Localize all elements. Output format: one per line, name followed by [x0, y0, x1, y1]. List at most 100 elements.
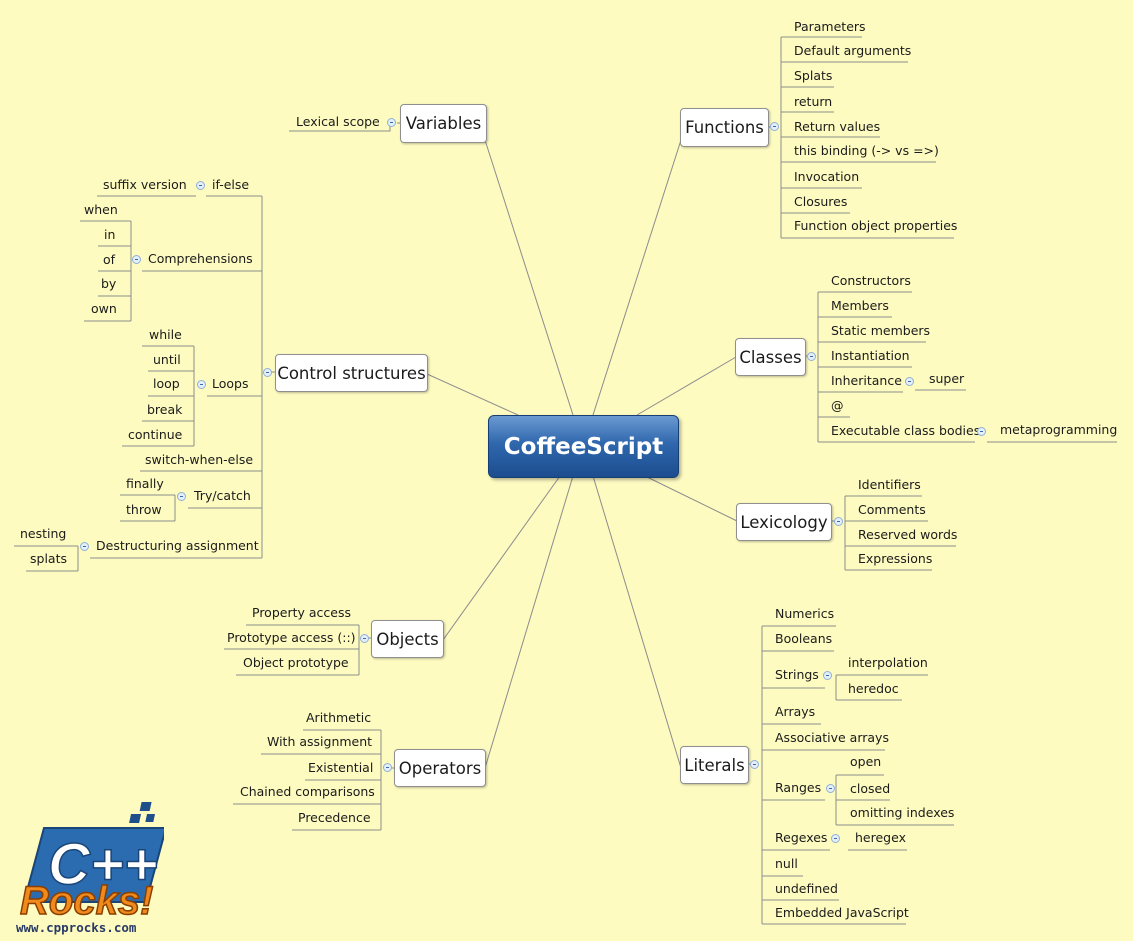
leaf-class[interactable]: Constructors — [831, 273, 911, 288]
node-literals[interactable]: Literals — [680, 746, 749, 784]
collapse-icon[interactable] — [750, 760, 759, 769]
leaf-literal[interactable]: Regexes — [775, 830, 828, 845]
leaf-comprehension[interactable]: by — [101, 276, 117, 291]
leaf-class[interactable]: Executable class bodies — [831, 423, 981, 438]
leaf-class[interactable]: @ — [831, 398, 844, 413]
leaf-literal[interactable]: undefined — [775, 881, 838, 896]
leaf-loop[interactable]: break — [147, 402, 183, 417]
leaf-suffix-version[interactable]: suffix version — [103, 177, 187, 192]
leaf-operator[interactable]: Existential — [308, 760, 374, 775]
leaf-class[interactable]: Inheritance — [831, 373, 902, 388]
collapse-icon[interactable] — [197, 380, 206, 389]
leaf-class[interactable]: Members — [831, 298, 889, 313]
leaf-loop[interactable]: continue — [128, 427, 183, 442]
leaf-literal[interactable]: Ranges — [775, 780, 822, 795]
leaf-function[interactable]: Function object properties — [794, 218, 958, 233]
leaf-literal[interactable]: Arrays — [775, 704, 816, 719]
collapse-icon[interactable] — [177, 492, 186, 501]
leaf-lexicology[interactable]: Identifiers — [858, 477, 921, 492]
leaf-literal[interactable]: Booleans — [775, 631, 833, 646]
node-try-catch[interactable]: Try/catch — [194, 488, 251, 503]
leaf-ranges[interactable]: omitting indexes — [850, 805, 955, 820]
collapse-icon[interactable] — [383, 763, 392, 772]
leaf-operator[interactable]: Chained comparisons — [240, 784, 375, 799]
collapse-icon[interactable] — [807, 352, 816, 361]
node-objects[interactable]: Objects — [371, 620, 444, 658]
leaf-literal[interactable]: Associative arrays — [775, 730, 889, 745]
leaf-lexicology[interactable]: Reserved words — [858, 527, 958, 542]
link-variables — [484, 139, 574, 416]
leaf-comprehension[interactable]: in — [104, 227, 116, 242]
leaf-literal[interactable]: Numerics — [775, 606, 835, 621]
collapse-icon[interactable] — [770, 122, 779, 131]
leaf-class[interactable]: Static members — [831, 323, 931, 338]
leaf-metaprogramming[interactable]: metaprogramming — [1000, 422, 1118, 437]
collapse-icon[interactable] — [132, 255, 141, 264]
leaf-function[interactable]: Default arguments — [794, 43, 912, 58]
leaf-destructuring[interactable]: splats — [30, 551, 67, 566]
collapse-icon[interactable] — [80, 542, 89, 551]
leaf-loop[interactable]: loop — [153, 376, 180, 391]
node-if-else[interactable]: if-else — [212, 177, 250, 192]
node-variables[interactable]: Variables — [400, 104, 487, 143]
node-comprehensions[interactable]: Comprehensions — [148, 251, 253, 266]
node-lexicology[interactable]: Lexicology — [736, 503, 832, 541]
leaf-ranges[interactable]: open — [850, 754, 882, 769]
leaf-literal[interactable]: Embedded JavaScript — [775, 905, 909, 920]
leaf-ranges[interactable]: closed — [850, 781, 891, 796]
leaf-lexicology[interactable]: Comments — [858, 502, 926, 517]
node-switch-when-else[interactable]: switch-when-else — [145, 452, 254, 467]
collapse-icon[interactable] — [826, 784, 835, 793]
leaf-object[interactable]: Object prototype — [243, 655, 349, 670]
leaf-try-catch[interactable]: throw — [126, 502, 162, 517]
leaf-lexical-scope[interactable]: Lexical scope — [296, 114, 380, 129]
root-node[interactable]: CoffeeScript — [488, 415, 679, 478]
leaf-function[interactable]: Splats — [794, 68, 833, 83]
collapse-icon[interactable] — [196, 181, 205, 190]
leaf-strings[interactable]: heredoc — [848, 681, 899, 696]
node-functions[interactable]: Functions — [680, 108, 769, 147]
leaf-comprehension[interactable]: own — [91, 301, 117, 316]
node-control-structures[interactable]: Control structures — [275, 354, 428, 392]
logo-url[interactable]: www.cpprocks.com — [16, 920, 137, 935]
leaf-super[interactable]: super — [929, 371, 965, 386]
leaf-operator[interactable]: Arithmetic — [306, 710, 372, 725]
leaf-function[interactable]: return — [794, 94, 833, 109]
leaf-function[interactable]: Return values — [794, 119, 881, 134]
leaf-function[interactable]: Closures — [794, 194, 848, 209]
leaf-lexicology[interactable]: Expressions — [858, 551, 933, 566]
node-loops[interactable]: Loops — [212, 376, 249, 391]
leaf-literal[interactable]: Strings — [775, 667, 819, 682]
leaf-destructuring[interactable]: nesting — [20, 526, 67, 541]
leaf-operator[interactable]: Precedence — [298, 810, 371, 825]
leaf-class[interactable]: Instantiation — [831, 348, 910, 363]
collapse-icon[interactable] — [360, 634, 369, 643]
collapse-icon[interactable] — [387, 118, 396, 127]
collapse-icon[interactable] — [834, 517, 843, 526]
collapse-icon[interactable] — [905, 377, 914, 386]
leaf-strings[interactable]: interpolation — [848, 655, 928, 670]
node-operators[interactable]: Operators — [394, 749, 486, 787]
leaf-object[interactable]: Prototype access (::) — [227, 630, 356, 645]
leaf-literal[interactable]: null — [775, 856, 798, 871]
collapse-icon[interactable] — [831, 834, 840, 843]
leaf-try-catch[interactable]: finally — [126, 476, 164, 491]
collapse-icon[interactable] — [823, 671, 832, 680]
collapse-icon[interactable] — [977, 427, 986, 436]
leaf-function[interactable]: Invocation — [794, 169, 860, 184]
leaf-loop[interactable]: until — [153, 352, 181, 367]
leaf-comprehension[interactable]: when — [84, 202, 118, 217]
link-objects — [442, 475, 561, 641]
node-classes[interactable]: Classes — [735, 338, 806, 376]
leaf-loop[interactable]: while — [149, 327, 182, 342]
leaf-object[interactable]: Property access — [252, 605, 351, 620]
collapse-icon[interactable] — [263, 368, 272, 377]
leaf-heregex[interactable]: heregex — [855, 830, 906, 845]
leaf-operator[interactable]: With assignment — [267, 734, 373, 749]
leaf-function[interactable]: this binding (-> vs =>) — [794, 143, 939, 158]
leaf-comprehension[interactable]: of — [103, 252, 116, 267]
node-destructuring[interactable]: Destructuring assignment — [96, 538, 259, 553]
svg-text:C++: C++ — [48, 832, 158, 897]
leaf-function[interactable]: Parameters — [794, 19, 866, 34]
